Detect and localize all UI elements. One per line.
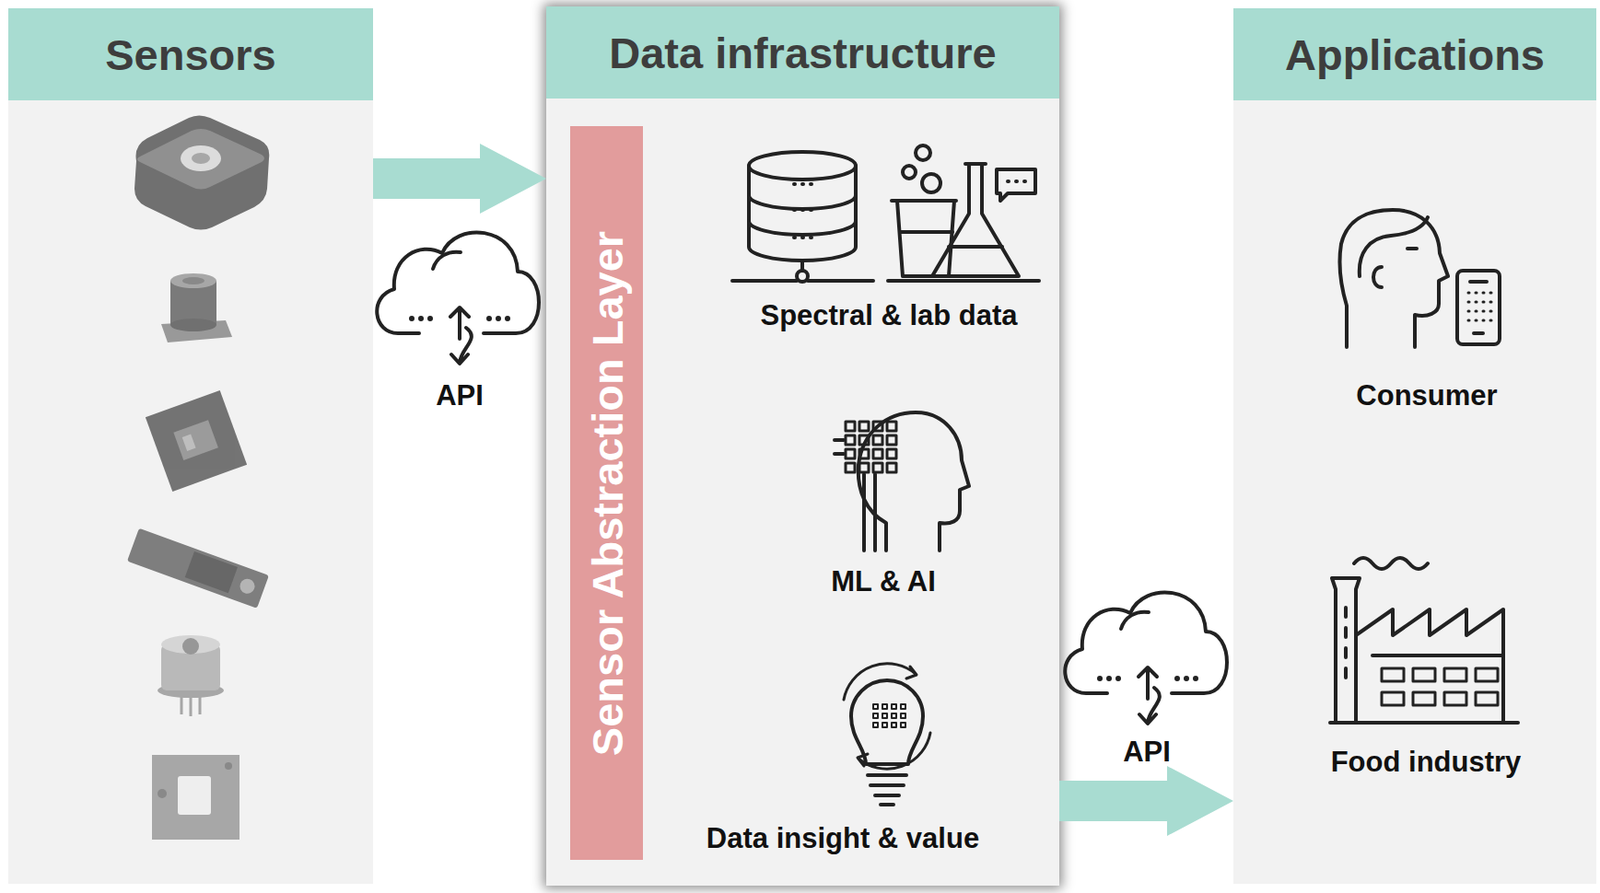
sensor-chip xyxy=(182,434,197,452)
sensor-module xyxy=(151,755,240,841)
block-arrow xyxy=(373,143,547,214)
factory-icon xyxy=(1372,654,1504,658)
sensor-board xyxy=(127,528,269,609)
sensor-board xyxy=(185,551,238,594)
icon-caption-slot: ML & AI xyxy=(830,565,936,599)
sensor-box-device xyxy=(180,145,222,172)
column-panel: Data infrastructureSensor Abstraction La… xyxy=(546,6,1060,887)
consumer-icon xyxy=(1373,267,1382,288)
icon-caption: Spectral & lab data xyxy=(759,299,1017,332)
sensor-box-device xyxy=(134,116,269,231)
lab-glassware-icon xyxy=(915,145,931,161)
icon-caption-slot: Food industry xyxy=(1331,746,1522,780)
factory-icon xyxy=(1354,558,1428,570)
edge-label-slot: API xyxy=(435,379,484,413)
factory-icon xyxy=(1381,668,1498,706)
insight-bulb-icon xyxy=(867,775,907,806)
sensor-box-device xyxy=(191,152,211,164)
lab-glassware-icon xyxy=(1007,179,1026,184)
factory-icon xyxy=(1343,607,1348,678)
sensor-to-can xyxy=(157,635,224,717)
insight-bulb-icon xyxy=(843,664,917,701)
consumer-icon xyxy=(1470,281,1487,334)
database-icon xyxy=(748,195,856,210)
sensor-cylinder xyxy=(182,277,205,285)
database-icon xyxy=(748,165,856,261)
sensor-module xyxy=(177,776,211,816)
sensor-cylinder xyxy=(170,318,217,332)
sensor-to-can xyxy=(161,635,221,655)
header-band: Data infrastructure xyxy=(546,6,1060,99)
sensor-box-device xyxy=(137,128,265,190)
sensor-module xyxy=(224,762,233,771)
consumer-icon xyxy=(1407,246,1417,251)
sensor-board xyxy=(237,577,257,597)
lab-glassware-icon xyxy=(902,165,916,179)
icon-caption: ML & AI xyxy=(830,565,936,598)
sensor-chip xyxy=(145,390,247,492)
block-arrow xyxy=(1059,766,1234,837)
ai-head-icon xyxy=(845,421,897,473)
lab-glassware-icon xyxy=(887,279,1040,283)
sensor-cylinder xyxy=(161,273,233,343)
header-band: Applications xyxy=(1233,8,1597,101)
insight-bulb-icon xyxy=(843,664,931,806)
consumer-icon xyxy=(1339,210,1500,348)
factory-icon xyxy=(1355,609,1504,724)
database-icon xyxy=(794,184,812,238)
cloud-api-icon xyxy=(376,232,539,364)
edge-label-slot: API xyxy=(1122,735,1171,770)
layer-title: Sensor Abstraction Layer xyxy=(581,230,632,756)
lab-glassware-icon xyxy=(887,145,1040,281)
icon-caption: Food industry xyxy=(1331,746,1522,779)
panel-heading: Sensors xyxy=(105,29,276,81)
database-icon xyxy=(732,151,874,282)
icon-caption-slot: Spectral & lab data xyxy=(759,299,1017,333)
sensor-to-can xyxy=(182,638,199,655)
lab-glassware-icon xyxy=(948,245,1003,249)
consumer-icon xyxy=(1339,210,1449,348)
edge-label: API xyxy=(435,379,484,412)
sensor-module xyxy=(157,789,167,799)
icon-caption: Data insight & value xyxy=(706,822,980,855)
sensor-board xyxy=(127,528,269,609)
factory-icon xyxy=(1330,721,1519,725)
sensor-module xyxy=(151,755,240,841)
lab-glassware-icon xyxy=(891,200,957,277)
panel-heading: Applications xyxy=(1284,29,1545,81)
database-icon xyxy=(748,151,856,180)
lab-glassware-icon xyxy=(922,174,941,193)
insight-bulb-icon xyxy=(857,733,931,770)
lab-glassware-icon xyxy=(899,230,953,234)
insight-bulb-icon xyxy=(873,704,906,728)
database-icon xyxy=(748,221,856,235)
sensor-cylinder xyxy=(170,273,217,289)
consumer-icon xyxy=(1359,217,1428,277)
factory-icon xyxy=(1330,558,1519,724)
sensor-chip xyxy=(173,420,219,461)
sensor-chip xyxy=(145,390,247,492)
abstraction-layer-bar: Sensor Abstraction Layer xyxy=(570,126,643,861)
database-icon xyxy=(732,279,874,283)
ai-head-icon xyxy=(834,412,970,551)
lab-glassware-icon xyxy=(996,169,1036,201)
header-band: Sensors xyxy=(8,8,374,101)
icon-caption: Consumer xyxy=(1355,379,1497,412)
edge-label: API xyxy=(1122,735,1171,769)
lab-glassware-icon xyxy=(932,163,1019,277)
sensor-box-device xyxy=(134,116,269,231)
icon-caption-slot: Data insight & value xyxy=(706,822,980,856)
panel-heading: Data infrastructure xyxy=(608,27,997,79)
consumer-icon xyxy=(1457,270,1500,345)
ai-head-icon xyxy=(834,440,876,551)
icon-caption-slot: Consumer xyxy=(1355,379,1497,413)
cloud-api-icon xyxy=(1064,592,1227,725)
consumer-icon xyxy=(1468,292,1492,321)
insight-bulb-icon xyxy=(851,680,923,765)
